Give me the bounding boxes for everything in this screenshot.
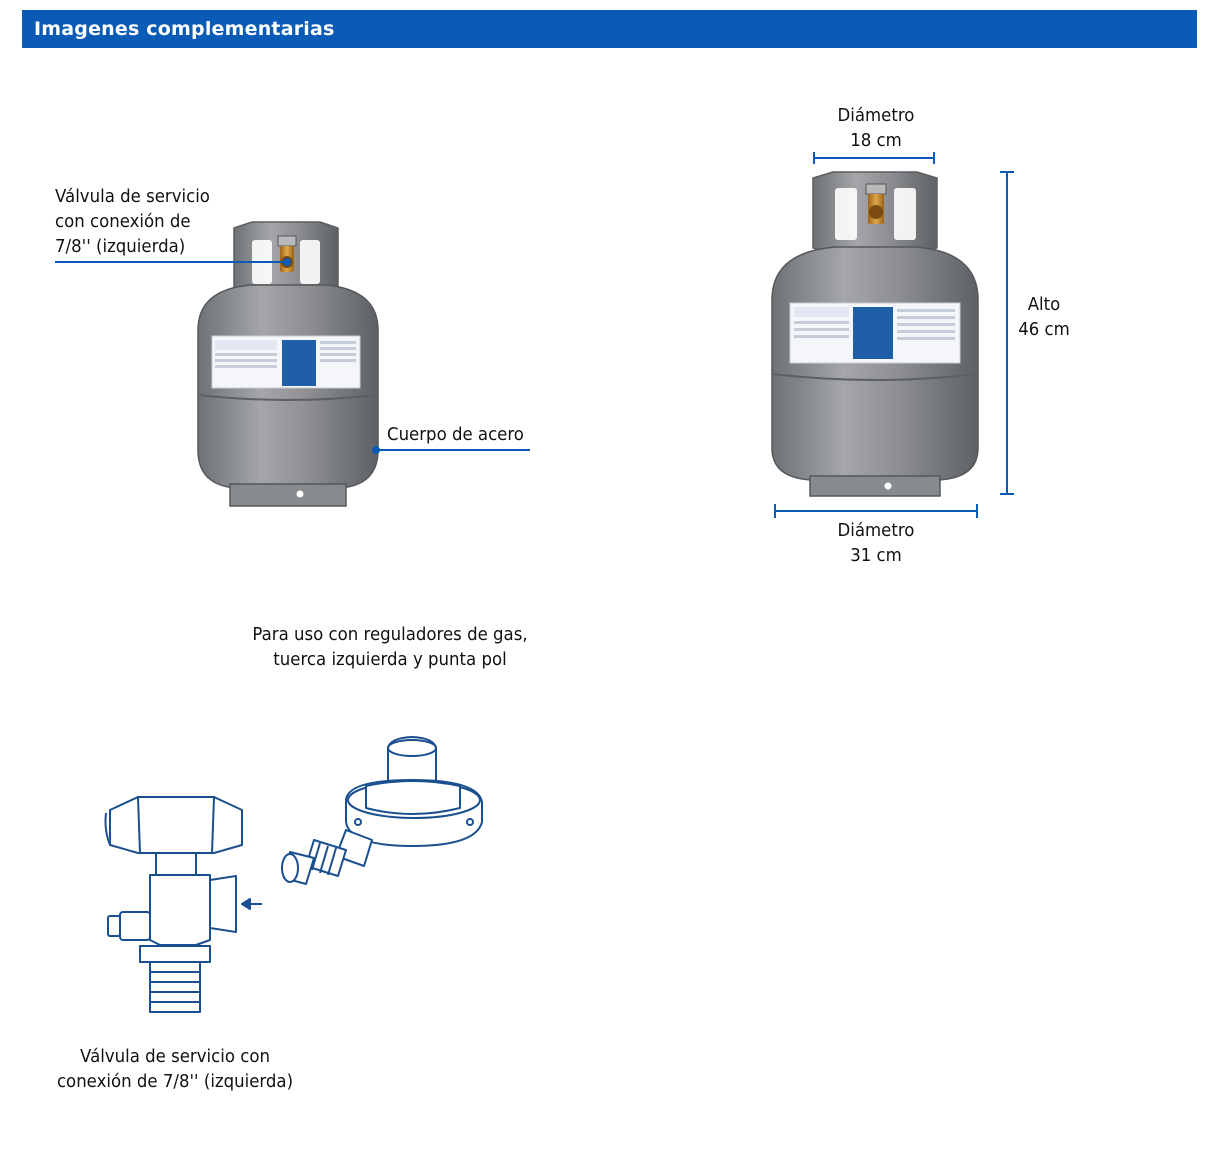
top-diameter-label: Diámetro 18 cm xyxy=(821,103,931,153)
usage-note-line-2: tuerca izquierda y punta pol xyxy=(273,649,507,670)
valve-caption: Válvula de servicio con conexión de 7/8'… xyxy=(32,1044,317,1094)
valve-callout-text: Válvula de servicio con conexión de 7/8'… xyxy=(55,184,210,259)
valve-callout-dot xyxy=(283,258,291,266)
dimension-lines xyxy=(774,152,1014,518)
bottom-diameter-title: Diámetro xyxy=(837,520,915,541)
body-callout-text: Cuerpo de acero xyxy=(387,424,524,445)
body-callout-dot xyxy=(372,446,380,454)
top-diameter-value: 18 cm xyxy=(850,130,902,151)
usage-note-line-1: Para uso con reguladores de gas, xyxy=(252,624,528,645)
bottom-diameter-value: 31 cm xyxy=(850,545,902,566)
valve-caption-line-2: conexión de 7/8'' (izquierda) xyxy=(56,1071,294,1092)
valve-callout-line-1: Válvula de servicio xyxy=(55,186,210,207)
usage-note: Para uso con reguladores de gas, tuerca … xyxy=(215,622,565,672)
top-diameter-title: Diámetro xyxy=(837,105,915,126)
valve-caption-line-1: Válvula de servicio con xyxy=(80,1046,270,1067)
valve-regulator-diagram xyxy=(104,736,483,1013)
height-value: 46 cm xyxy=(1018,319,1070,340)
height-label: Alto 46 cm xyxy=(1007,292,1081,342)
section-header: Imagenes complementarias xyxy=(22,10,1197,48)
gas-tank-dimensions-image xyxy=(771,171,979,497)
bottom-diameter-label: Diámetro 31 cm xyxy=(821,518,931,568)
section-title: Imagenes complementarias xyxy=(34,18,335,40)
valve-callout-line-3: 7/8'' (izquierda) xyxy=(55,236,186,257)
height-title: Alto xyxy=(1027,294,1061,315)
valve-callout-line-2: con conexión de xyxy=(55,211,191,232)
